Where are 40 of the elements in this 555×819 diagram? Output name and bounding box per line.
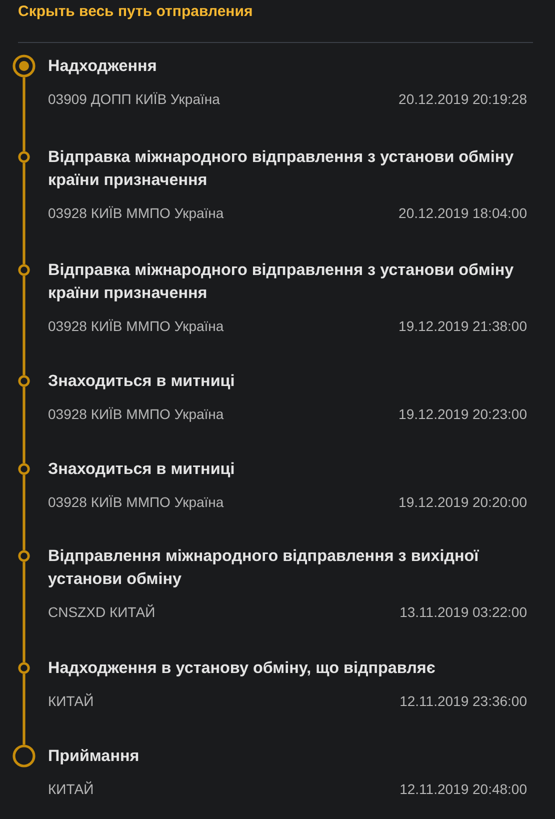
- event-date: 19.12.2019 21:38:00: [398, 317, 527, 335]
- timeline-marker: [18, 151, 30, 163]
- event-location: КИТАЙ: [48, 780, 94, 798]
- event-title: Відправка міжнародного відправлення з установи обміну країни призначення: [48, 146, 515, 190]
- event-location: 03928 КИЇВ ММПО Україна: [48, 317, 224, 335]
- event-title: Приймання: [48, 746, 140, 766]
- timeline-marker: [18, 375, 30, 387]
- timeline-line: [22, 162, 26, 264]
- event-title: Знаходиться в митниці: [48, 370, 236, 392]
- event-location: 03928 КИЇВ ММПО Україна: [48, 493, 224, 511]
- event-title: Відправка міжнародного відправлення з установи обміну країни призначення: [48, 260, 515, 304]
- timeline-marker: [18, 264, 30, 276]
- event-location: 03928 КИЇВ ММПО Україна: [48, 204, 224, 222]
- timeline-marker: [18, 550, 30, 562]
- event-date: 19.12.2019 20:20:00: [398, 493, 527, 511]
- timeline-marker: [12, 744, 36, 768]
- timeline-marker: [18, 662, 30, 674]
- timeline-marker: [18, 463, 30, 475]
- event-location: КИТАЙ: [48, 692, 94, 710]
- timeline-line: [22, 674, 26, 745]
- event-location: 03909 ДОПП КИЇВ Україна: [48, 90, 220, 108]
- event-date: 13.11.2019 03:22:00: [400, 603, 527, 621]
- event-date: 12.11.2019 23:36:00: [400, 692, 527, 710]
- event-title: Надходження: [48, 56, 158, 76]
- event-date: 20.12.2019 18:04:00: [398, 204, 527, 222]
- event-location: CNSZXD КИТАЙ: [48, 603, 156, 621]
- event-location: 03928 КИЇВ ММПО Україна: [48, 405, 224, 423]
- event-date: 12.11.2019 20:48:00: [400, 780, 527, 798]
- timeline-marker: [12, 54, 36, 78]
- hide-route-link: Скрыть весь путь отправления: [18, 3, 253, 21]
- event-date: 20.12.2019 20:19:28: [398, 90, 527, 108]
- timeline-line: [22, 474, 26, 550]
- event-title: Знаходиться в митниці: [48, 458, 236, 480]
- timeline-line: [22, 77, 26, 152]
- event-title: Відправлення міжнародного відправлення з вихідної установи обміну: [48, 546, 480, 590]
- timeline-line: [22, 386, 26, 464]
- event-date: 19.12.2019 20:23:00: [398, 405, 527, 423]
- timeline-line: [22, 276, 26, 376]
- event-title: Надходження в установу обміну, що відправляє: [48, 658, 436, 678]
- timeline-line: [22, 562, 26, 662]
